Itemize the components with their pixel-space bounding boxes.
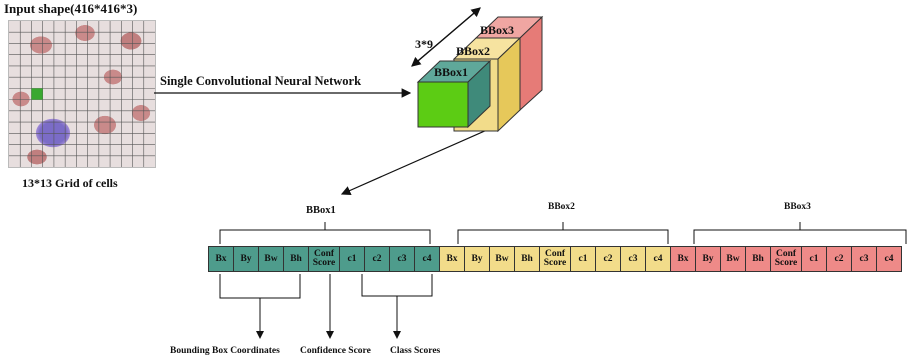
vector-cell-conf-score: Conf Score xyxy=(308,246,340,272)
vector-cell-c4: c4 xyxy=(876,246,902,272)
vector-cell-c4: c4 xyxy=(414,246,440,272)
vector-cell-bh: Bh xyxy=(283,246,309,272)
vector-cell-bw: Bw xyxy=(720,246,746,272)
vector-cell-bx: Bx xyxy=(208,246,234,272)
vector-cell-conf-score: Conf Score xyxy=(770,246,802,272)
vector-cell-bh: Bh xyxy=(745,246,771,272)
vector-cell-c1: c1 xyxy=(570,246,596,272)
vector-cell-by: By xyxy=(464,246,490,272)
vector-cell-c4: c4 xyxy=(645,246,671,272)
grid-overlay xyxy=(9,21,155,167)
vector-cell-bw: Bw xyxy=(489,246,515,272)
vector-cell-bx: Bx xyxy=(670,246,696,272)
vector-cell-c1: c1 xyxy=(339,246,365,272)
vector-cell-c3: c3 xyxy=(389,246,415,272)
vector-cell-conf-score: Conf Score xyxy=(539,246,571,272)
cuboid-bbox2-label: BBox2 xyxy=(456,44,491,58)
dimension-label: 3*9 xyxy=(415,37,433,51)
bounding-box-coordinates-label: Bounding Box Coordinates xyxy=(170,346,280,356)
cuboid-bbox3-label: BBox3 xyxy=(480,23,515,37)
vector-braces xyxy=(219,222,907,338)
group-label-bbox3: BBox3 xyxy=(784,202,811,212)
output-cuboid xyxy=(411,7,544,133)
blood-cell-image xyxy=(8,20,156,168)
vector-cell-c2: c2 xyxy=(826,246,852,272)
vector-cell-c1: c1 xyxy=(801,246,827,272)
vector-cell-c2: c2 xyxy=(595,246,621,272)
vector-cell-by: By xyxy=(695,246,721,272)
highlighted-grid-cell xyxy=(31,88,43,100)
cuboid-bbox1-label: BBox1 xyxy=(434,65,469,79)
grid-caption: 13*13 Grid of cells xyxy=(22,176,118,190)
class-scores-label: Class Scores xyxy=(390,346,441,356)
vector-cell-bw: Bw xyxy=(258,246,284,272)
network-label: Single Convolutional Neural Network xyxy=(160,74,362,88)
group-label-bbox1: BBox1 xyxy=(306,205,336,216)
vector-cell-c3: c3 xyxy=(851,246,877,272)
vector-cell-bx: Bx xyxy=(439,246,465,272)
vector-cell-by: By xyxy=(233,246,259,272)
vector-cell-c3: c3 xyxy=(620,246,646,272)
group-label-bbox2: BBox2 xyxy=(548,202,575,212)
vector-cell-c2: c2 xyxy=(364,246,390,272)
vector-cell-bh: Bh xyxy=(514,246,540,272)
input-shape-title: Input shape(416*416*3) xyxy=(4,1,138,16)
confidence-score-label: Confidence Score xyxy=(300,346,371,356)
